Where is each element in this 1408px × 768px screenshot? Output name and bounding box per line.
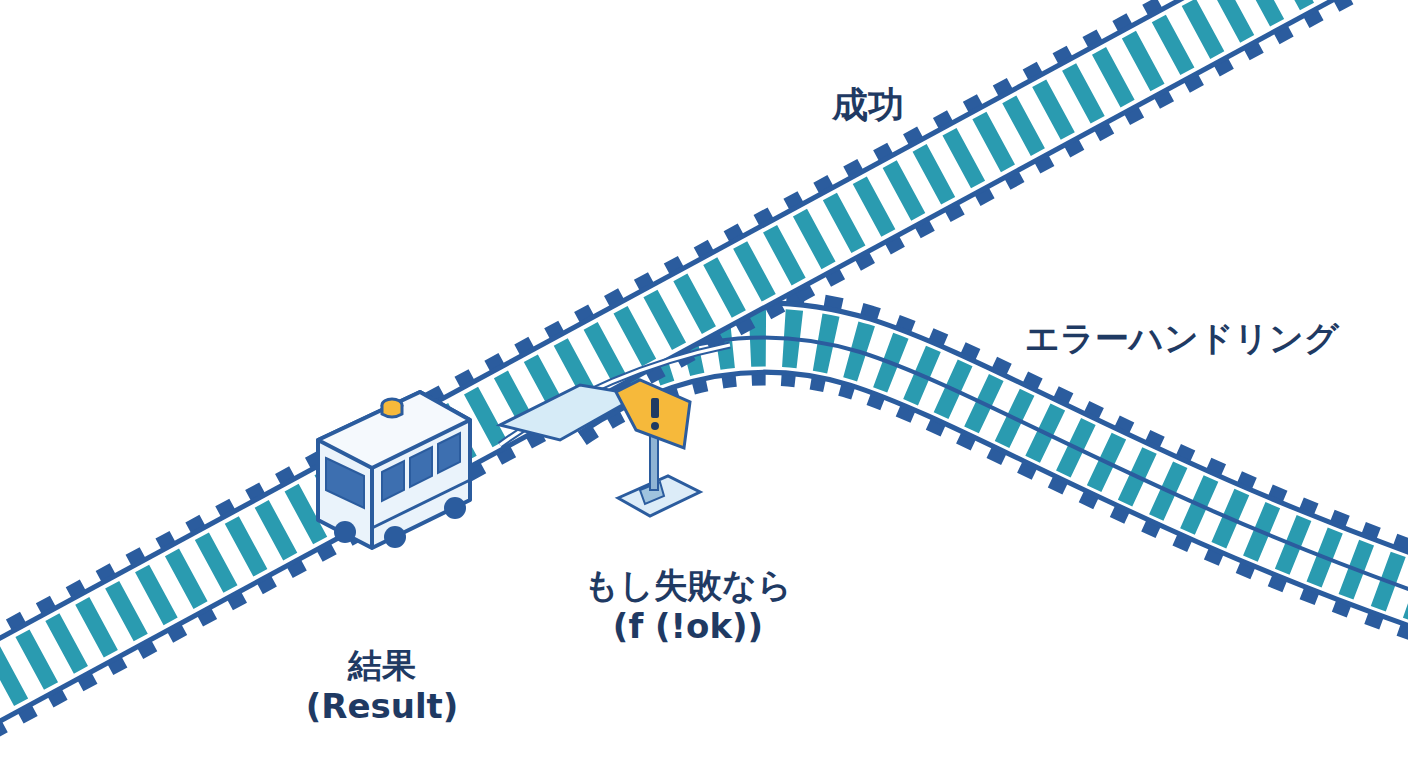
switch-rail xyxy=(500,345,730,445)
switch-rail xyxy=(500,345,730,445)
train-car xyxy=(318,392,470,548)
warning-sign xyxy=(616,380,700,516)
result-label: 結果 (Result) xyxy=(289,645,475,727)
branch-track xyxy=(560,337,1408,600)
error-handling-label: エラーハンドリング xyxy=(992,318,1372,359)
condition-label: もし失敗なら (f (!ok)) xyxy=(570,565,806,647)
success-label: 成功 xyxy=(768,83,968,126)
